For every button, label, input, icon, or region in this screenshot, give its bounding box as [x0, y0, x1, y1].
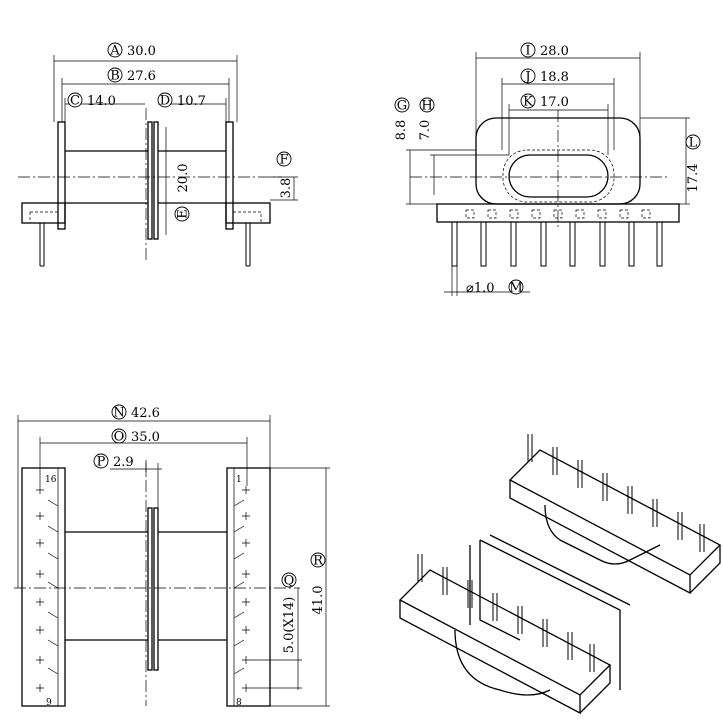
label-B: B: [110, 69, 120, 84]
dim-J: 18.8: [540, 70, 569, 85]
dim-O: 35.0: [131, 430, 160, 445]
dim-I: 28.0: [540, 44, 569, 59]
dim-C: 14.0: [87, 94, 116, 109]
right-pin-rail: [226, 467, 271, 707]
dim-K: 17.0: [540, 95, 569, 110]
rear-rail-top: [508, 449, 722, 576]
dim-G: 8.8: [394, 120, 409, 141]
dim-A: 30.0: [127, 44, 156, 59]
pin-label-1: 1: [236, 475, 242, 485]
left-pin-rail: [21, 467, 66, 707]
label-G: G: [397, 99, 407, 114]
label-M: M: [509, 281, 522, 296]
label-N: N: [113, 406, 124, 421]
dim-Q: 5.0(X14): [282, 597, 297, 654]
label-O: O: [114, 430, 125, 445]
label-Q: Q: [284, 574, 295, 589]
pin-label-9: 9: [46, 698, 52, 708]
dim-L: 17.4: [686, 164, 701, 193]
label-L: L: [689, 136, 698, 151]
core-window: [508, 154, 609, 198]
left-flange: [57, 121, 66, 230]
dim-E: 20.0: [176, 164, 191, 193]
label-H: H: [421, 99, 432, 114]
center-divider: [147, 121, 153, 240]
dim-M: ⌀1.0: [466, 281, 495, 296]
isometric-view: [398, 434, 722, 715]
label-I: I: [525, 44, 530, 59]
dim-H: 7.0: [418, 120, 433, 141]
label-E: E: [176, 209, 191, 219]
label-J: J: [523, 70, 530, 85]
dim-D: 10.7: [177, 94, 206, 109]
dim-N: 42.6: [131, 406, 160, 421]
pin-label-8: 8: [236, 698, 242, 708]
dim-F: 3.8: [279, 178, 294, 199]
dim-B: 27.6: [127, 69, 156, 84]
label-F: F: [279, 153, 288, 168]
label-K: K: [523, 95, 533, 110]
dim-P: 2.9: [113, 455, 134, 470]
label-A: A: [109, 44, 120, 59]
end-view: I 28.0 J 18.8 K 17.0 8.8 7.0 G H: [394, 42, 701, 296]
side-view: A 30.0 B 27.6 C 14.0 D 10.7 20.0 E: [18, 42, 298, 267]
top-view: 16 1 9 8 N 42.6 O 35.0 P 2.9 Q 5.0(X14): [14, 404, 330, 708]
label-P: P: [97, 455, 106, 470]
dim-R: 41.0: [311, 586, 326, 615]
label-C: C: [70, 94, 80, 109]
label-R: R: [313, 554, 324, 569]
label-D: D: [160, 94, 170, 109]
right-flange: [225, 121, 234, 230]
pin-label-16: 16: [45, 475, 57, 485]
